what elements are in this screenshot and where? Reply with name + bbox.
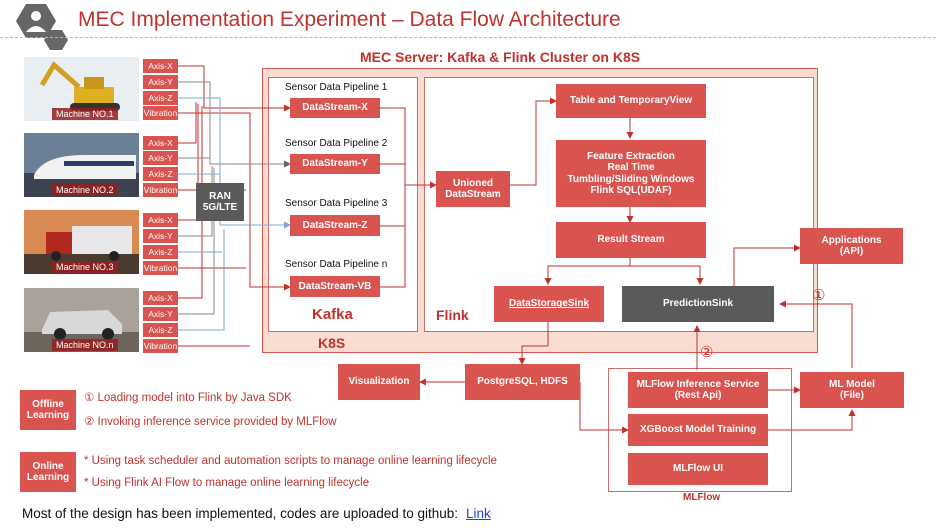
- offline-learning-tag: Offline Learning: [20, 390, 76, 430]
- datastream-y: DataStream-Y: [290, 154, 380, 174]
- pipeline-3-label: Sensor Data Pipeline 3: [285, 198, 388, 209]
- m4-axis-x-tag: Axis-X: [143, 291, 178, 305]
- pipeline-n-label: Sensor Data Pipeline n: [285, 259, 388, 270]
- pipeline-1-label: Sensor Data Pipeline 1: [285, 82, 388, 93]
- datastream-z: DataStream-Z: [290, 215, 380, 236]
- page-title: MEC Implementation Experiment – Data Flo…: [78, 8, 621, 31]
- online-learning-tag: Online Learning: [20, 452, 76, 492]
- footer: Most of the design has been implemented,…: [22, 506, 491, 521]
- k8s-label: K8S: [318, 335, 346, 351]
- m1-vibration-tag: Vibration: [143, 106, 178, 120]
- marker-two: ②: [700, 344, 714, 361]
- footer-text: Most of the design has been implemented,…: [22, 506, 459, 521]
- kafka-label: Kafka: [312, 306, 353, 323]
- m2-axis-z-tag: Axis-Z: [143, 167, 178, 181]
- result-stream: Result Stream: [556, 222, 706, 258]
- title-divider: [0, 37, 936, 38]
- xgboost-training: XGBoost Model Training: [628, 414, 768, 446]
- m1-axis-y-tag: Axis-Y: [143, 75, 178, 89]
- ran-tech-label: 5G/LTE: [202, 202, 238, 213]
- machine-4-label: Machine NO.n: [52, 339, 118, 351]
- feature-line2: Real Time: [607, 162, 655, 173]
- machine-1-label: Machine NO.1: [52, 108, 118, 120]
- flink-label: Flink: [436, 307, 469, 323]
- offline-line1: Offline: [32, 398, 64, 410]
- feature-line4: Flink SQL(UDAF): [590, 185, 672, 196]
- mlflow-inference-service: MLFlow Inference Service (Rest Api): [628, 372, 768, 408]
- pipeline-2-label: Sensor Data Pipeline 2: [285, 138, 388, 149]
- m2-axis-y-tag: Axis-Y: [143, 151, 178, 165]
- m1-axis-x-tag: Axis-X: [143, 59, 178, 73]
- online-note-1: * Using task scheduler and automation sc…: [84, 455, 497, 467]
- mlflow-ui: MLFlow UI: [628, 453, 768, 485]
- online-line1: Online: [32, 460, 64, 472]
- m1-axis-z-tag: Axis-Z: [143, 91, 178, 105]
- online-line2: Learning: [26, 472, 70, 483]
- m3-axis-x-tag: Axis-X: [143, 213, 178, 227]
- unioned-line1: Unioned: [453, 177, 493, 189]
- m2-axis-x-tag: Axis-X: [143, 136, 178, 150]
- marker-one: ①: [812, 287, 826, 304]
- m4-axis-y-tag: Axis-Y: [143, 307, 178, 321]
- table-temporary-view: Table and TemporaryView: [556, 84, 706, 118]
- offline-note-2: ② Invoking inference service provided by…: [84, 416, 337, 428]
- offline-line2: Learning: [26, 410, 70, 421]
- unioned-datastream: Unioned DataStream: [436, 171, 510, 207]
- m4-axis-z-tag: Axis-Z: [143, 323, 178, 337]
- machine-3-label: Machine NO.3: [52, 261, 118, 273]
- ran-label: RAN: [209, 190, 231, 202]
- inference-line2: (Rest Api): [674, 390, 722, 401]
- ml-model-line1: ML Model: [829, 378, 875, 390]
- m3-axis-y-tag: Axis-Y: [143, 229, 178, 243]
- applications-api: Applications (API): [800, 228, 903, 264]
- machine-2-label: Machine NO.2: [52, 184, 118, 196]
- feature-line1: Feature Extraction: [587, 150, 675, 162]
- ml-model-line2: (File): [840, 390, 864, 401]
- inference-line1: MLFlow Inference Service: [636, 378, 760, 390]
- ml-model-file: ML Model (File): [800, 372, 904, 408]
- visualization-box: Visualization: [338, 364, 420, 400]
- online-note-2: * Using Flink AI Flow to manage online l…: [84, 477, 370, 489]
- postgresql-hdfs-box: PostgreSQL, HDFS: [465, 364, 580, 400]
- feature-line3: Tumbling/Sliding Windows: [567, 173, 695, 185]
- m3-vibration-tag: Vibration: [143, 261, 178, 275]
- m4-vibration-tag: Vibration: [143, 339, 178, 353]
- unioned-line2: DataStream: [445, 189, 501, 200]
- user-hex-logo-icon: [16, 4, 68, 50]
- ran-box: RAN 5G/LTE: [196, 183, 244, 221]
- applications-line2: (API): [839, 246, 864, 257]
- prediction-sink: PredictionSink: [622, 286, 774, 322]
- github-link[interactable]: Link: [466, 506, 491, 521]
- datastream-vb: DataStream-VB: [290, 276, 380, 297]
- data-storage-sink: DataStorageSink: [494, 286, 604, 322]
- mec-server-title: MEC Server: Kafka & Flink Cluster on K8S: [360, 49, 641, 65]
- mlflow-label: MLFlow: [683, 492, 721, 503]
- applications-line1: Applications: [821, 234, 882, 246]
- m3-axis-z-tag: Axis-Z: [143, 245, 178, 259]
- datastream-x: DataStream-X: [290, 98, 380, 118]
- offline-note-1: ① Loading model into Flink by Java SDK: [84, 392, 292, 404]
- feature-extraction: Feature Extraction Real Time Tumbling/Sl…: [556, 140, 706, 207]
- m2-vibration-tag: Vibration: [143, 183, 178, 197]
